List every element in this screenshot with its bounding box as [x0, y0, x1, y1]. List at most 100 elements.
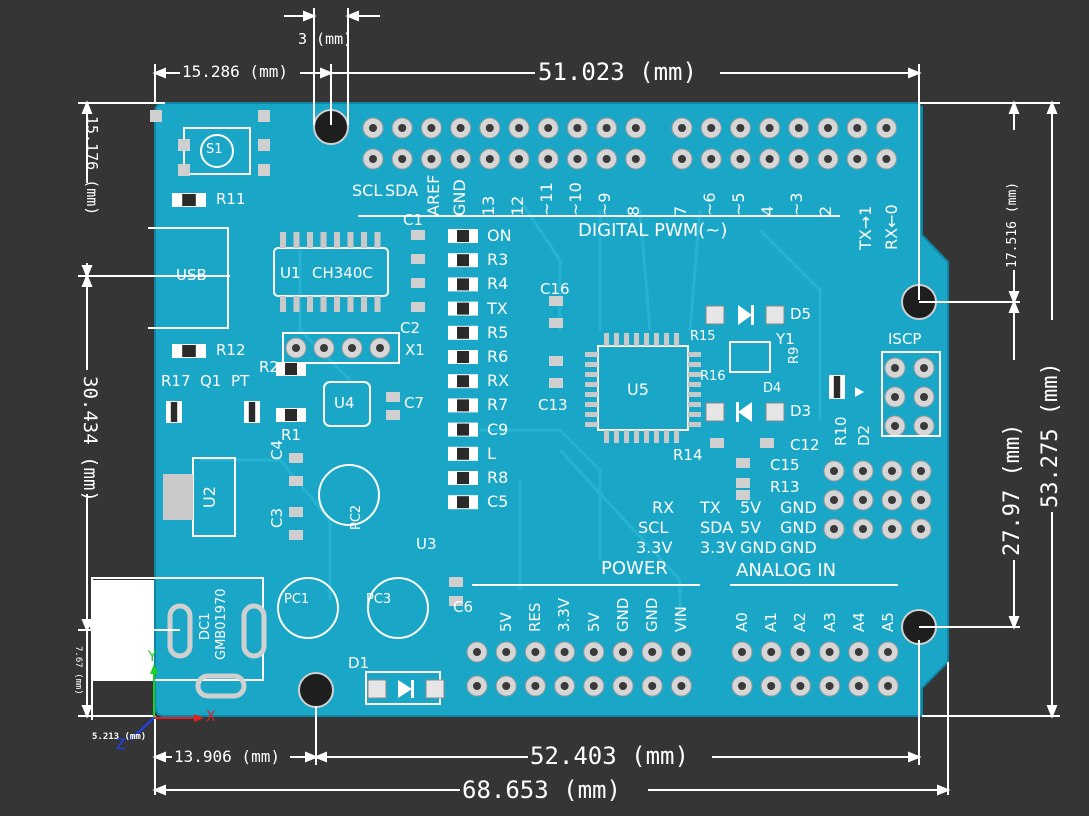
silkscreen-label: TX	[487, 298, 508, 318]
silkscreen-label: R17	[161, 372, 191, 390]
ic-pin	[361, 232, 367, 248]
silkscreen-label: C12	[790, 436, 820, 454]
switch-pad	[178, 164, 190, 176]
header-pin-hole	[738, 648, 746, 656]
ic-pin	[624, 430, 629, 443]
ic-pin	[334, 232, 340, 248]
silkscreen-label: TX	[700, 498, 721, 517]
silkscreen-label: R2	[259, 358, 279, 376]
silkscreen-label: 7	[671, 205, 690, 216]
silkscreen-label: R10	[832, 416, 850, 446]
ic-pin	[674, 333, 679, 346]
header-pin-hole	[619, 682, 627, 690]
ic-pin	[688, 422, 701, 427]
dim-dc-jack-height: 7.67 (mm)	[73, 646, 83, 695]
header-pin-hole	[589, 682, 598, 690]
silkscreen-lines	[358, 215, 898, 586]
smd-cap	[289, 453, 303, 463]
dim-bottom-left: 13.906 (mm)	[174, 747, 280, 766]
header-pin-hole	[794, 155, 803, 163]
ic-pin	[654, 333, 659, 346]
silkscreen-label: D1	[348, 654, 370, 672]
dim-right-middle: 27.97 (mm)	[1000, 423, 1025, 556]
silkscreen-label: R12	[216, 341, 246, 359]
silkscreen-label: ~10	[566, 182, 585, 216]
silkscreen-label: C6	[453, 598, 474, 616]
header-pin-hole	[830, 496, 838, 504]
ic-pin	[374, 232, 381, 248]
usb-label: USB	[176, 266, 207, 284]
ic-pin	[644, 333, 649, 346]
header-pin-hole	[891, 364, 899, 372]
silkscreen-label: TX→1	[856, 205, 875, 250]
ic-pin	[688, 352, 701, 357]
ic-pin	[280, 232, 286, 248]
ic-pin	[307, 232, 313, 248]
silkscreen-label: ISCP	[888, 330, 922, 348]
silkscreen-label: R9	[787, 346, 802, 364]
silkscreen-label: R11	[216, 190, 246, 208]
ic-pin	[688, 392, 701, 397]
silkscreen-label: 4	[758, 205, 777, 216]
silkscreen-label: C1	[403, 211, 424, 229]
silkscreen-label: D2	[855, 424, 873, 446]
silkscreen-label: C15	[770, 456, 800, 474]
ic-pin	[347, 232, 354, 248]
analog-title: ANALOG IN	[736, 560, 837, 581]
silkscreen-label: U2	[200, 486, 219, 508]
silkscreen-label: 5V	[740, 498, 762, 517]
smd-cap	[549, 378, 563, 388]
ic-pin	[688, 362, 701, 367]
header-pin-hole	[825, 648, 834, 656]
ic-pin	[664, 430, 669, 443]
header-pin-hole	[369, 155, 377, 163]
ic-pin	[374, 296, 381, 312]
smd-part-body	[457, 278, 469, 291]
smd-part-body	[248, 402, 256, 422]
silkscreen-label: U5	[627, 380, 649, 399]
header-pin-hole	[884, 682, 892, 690]
header-pin-hole	[920, 364, 928, 372]
header-pin-hole	[767, 648, 776, 656]
silkscreen-label: ~5	[729, 192, 748, 216]
header-pin-hole	[560, 648, 569, 656]
dim-bottom-hole-span: 52.403 (mm)	[530, 742, 689, 770]
ic-pin	[585, 422, 598, 427]
switch-pad	[178, 139, 190, 151]
header-pin-hole	[502, 648, 511, 656]
switch-pad	[258, 139, 270, 151]
header-pin-hole	[320, 344, 328, 352]
header-pin-hole	[427, 124, 436, 132]
smd-part-body	[457, 472, 469, 484]
smd-part-body	[457, 447, 469, 460]
ic-pin	[604, 430, 609, 443]
smd-cap	[710, 438, 724, 448]
header-pin-hole	[796, 682, 805, 690]
silkscreen-label: 12	[508, 195, 527, 216]
silkscreen-label: SDA	[385, 181, 419, 200]
power-title: POWER	[601, 558, 668, 579]
smd-part-body	[182, 194, 196, 206]
header-pin-hole	[515, 155, 523, 163]
smd-cap	[736, 478, 750, 488]
header-pin-hole	[853, 124, 862, 132]
smd-part-body	[457, 351, 469, 363]
silkscreen-label: C5	[487, 492, 509, 512]
axes-gizmo	[129, 664, 204, 741]
silkscreen-label: C16	[540, 280, 570, 298]
header-pin-hole	[376, 344, 384, 352]
axis-y-label: Y	[148, 649, 157, 665]
smd-part-body	[457, 399, 469, 412]
smd-part-body	[457, 423, 469, 436]
header-pin-hole	[891, 422, 899, 430]
smd-cap	[289, 530, 303, 540]
header-pin-hole	[882, 155, 891, 163]
silkscreen-label: A1	[762, 612, 781, 632]
silkscreen-label: VIN	[672, 606, 691, 632]
header-pin-hole	[859, 496, 867, 504]
silkscreen-label: PC1	[284, 592, 310, 607]
silkscreen-label: A4	[849, 612, 868, 632]
header-pin-hole	[882, 124, 891, 132]
